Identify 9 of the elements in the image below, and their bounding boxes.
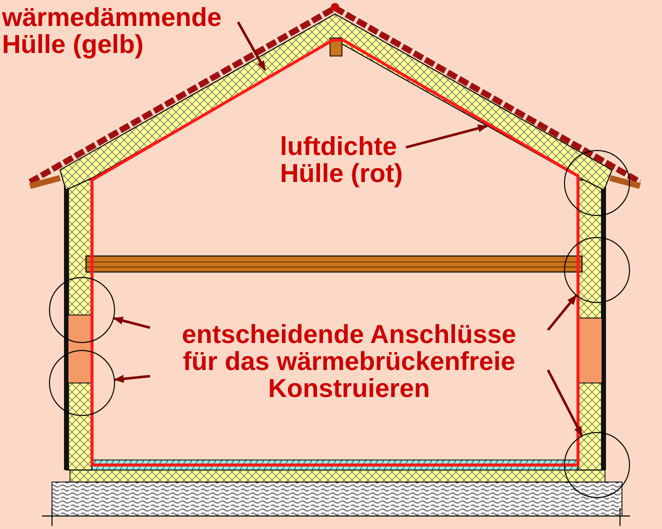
arrow xyxy=(112,316,150,329)
arrow xyxy=(114,374,150,383)
arrow xyxy=(406,124,488,149)
callout-text: entscheidende Anschlüsse für das wärmebrückenfreie Konstruieren xyxy=(180,321,518,402)
callout-text: luftdichte Hülle (rot) xyxy=(280,133,404,187)
arrow xyxy=(547,294,578,331)
callout-text: wärmedämmende Hülle (gelb) xyxy=(2,4,223,58)
arrow xyxy=(236,21,266,71)
arrow xyxy=(546,369,583,437)
